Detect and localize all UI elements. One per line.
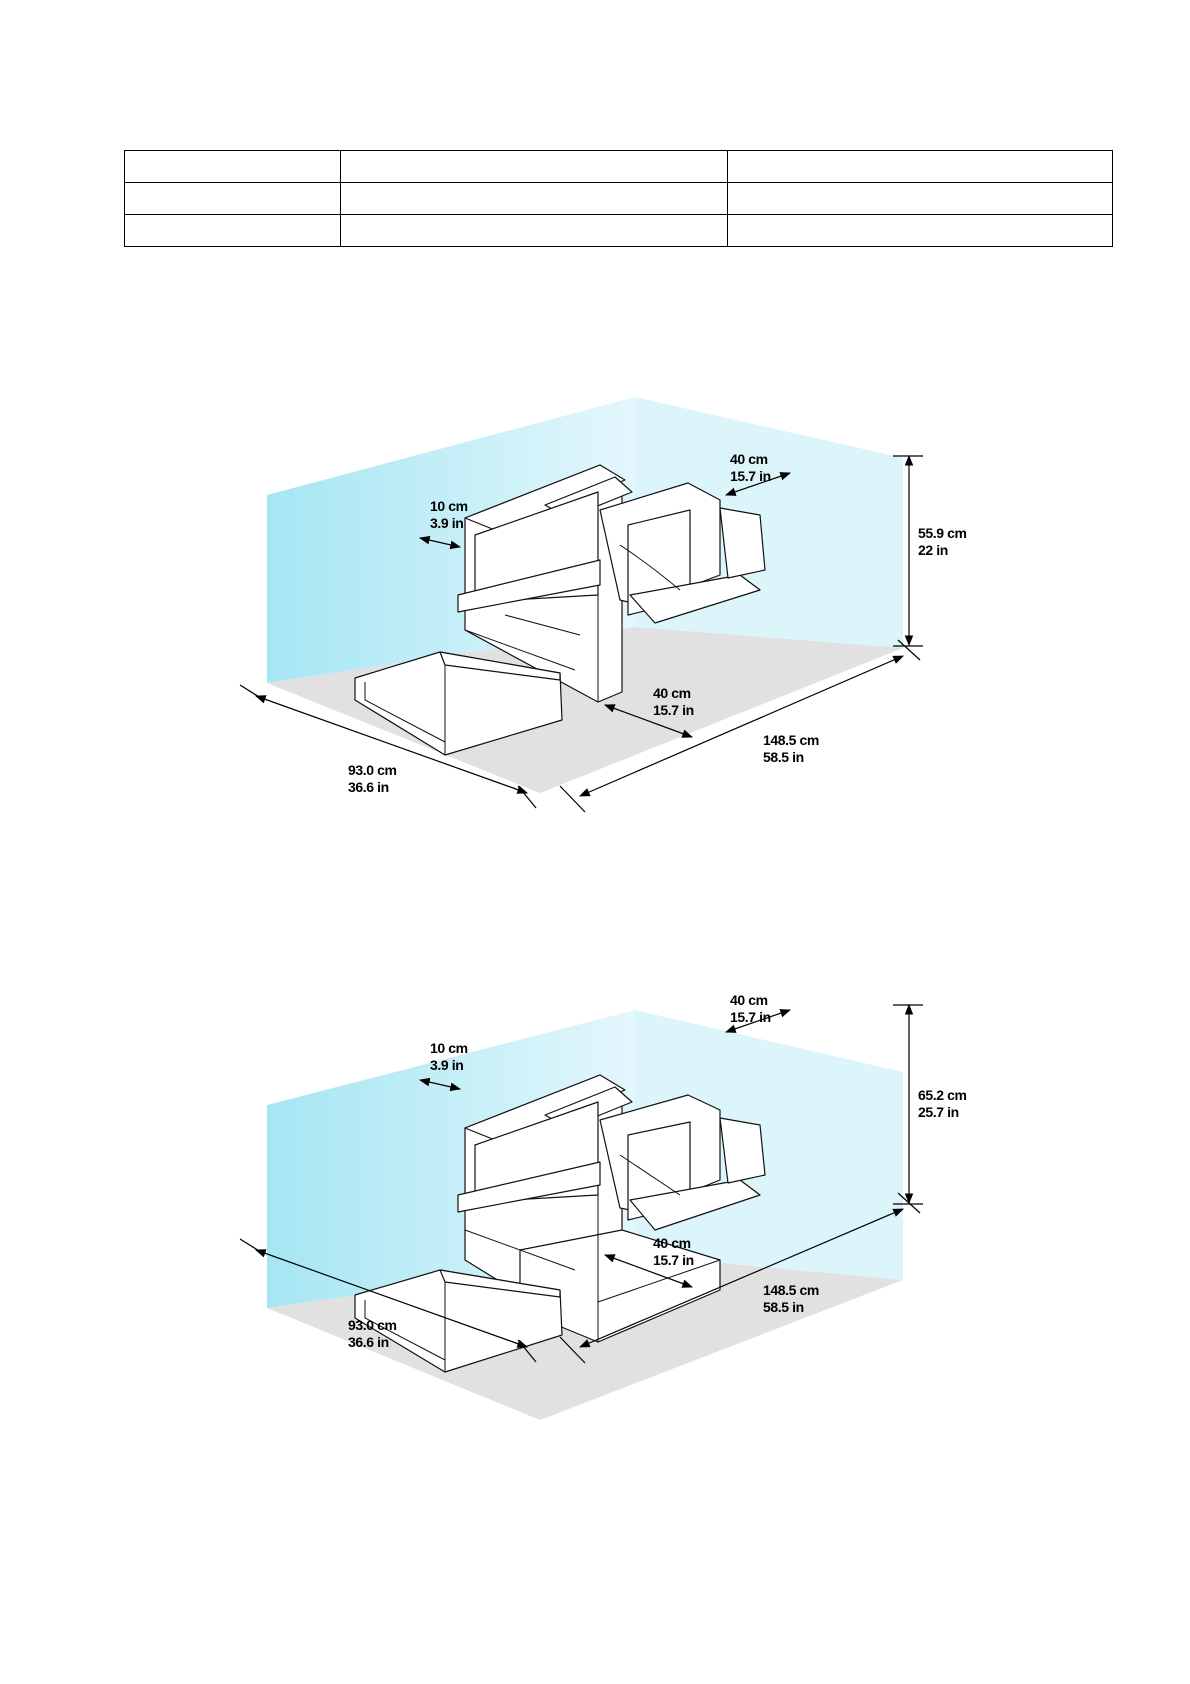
label-left-in: 3.9 in xyxy=(430,1057,463,1073)
label-left-cm: 10 cm xyxy=(430,498,468,514)
label-height-in: 22 in xyxy=(918,542,948,558)
table-row xyxy=(124,182,1113,215)
label-top-cm: 40 cm xyxy=(730,992,768,1008)
table-cell xyxy=(340,150,728,183)
dimension-depth-arrow xyxy=(254,695,529,794)
table-row xyxy=(124,150,1113,183)
label-depth-cm: 93.0 cm xyxy=(348,762,397,778)
label-width-in: 58.5 in xyxy=(763,1299,804,1315)
dimension-left-arrow xyxy=(418,1077,462,1092)
specification-table xyxy=(124,150,1113,247)
dimension-width-arrow xyxy=(579,1208,904,1348)
label-height-in: 25.7 in xyxy=(918,1104,959,1120)
table-cell xyxy=(727,182,1113,215)
table-row xyxy=(124,214,1113,247)
table-cell xyxy=(727,214,1113,247)
label-depth-in: 36.6 in xyxy=(348,779,389,795)
label-top-cm: 40 cm xyxy=(730,451,768,467)
dimension-left-arrow xyxy=(418,535,462,550)
label-front-cm: 40 cm xyxy=(653,1235,691,1251)
dimension-top-arrow xyxy=(724,472,792,496)
label-front-in: 15.7 in xyxy=(653,1252,694,1268)
label-left-in: 3.9 in xyxy=(430,515,463,531)
table-cell xyxy=(340,214,728,247)
label-depth-cm: 93.0 cm xyxy=(348,1317,397,1333)
label-front-cm: 40 cm xyxy=(653,685,691,701)
clearance-diagram-svg: 40 cm 15.7 in 10 cm 3.9 in 55.9 cm 22 in… xyxy=(239,397,967,813)
clearance-diagram-svg: 40 cm 15.7 in 10 cm 3.9 in 65.2 cm 25.7 … xyxy=(239,992,967,1420)
table-cell xyxy=(124,214,341,247)
label-top-in: 15.7 in xyxy=(730,468,771,484)
label-height-cm: 65.2 cm xyxy=(918,1087,967,1103)
dimension-depth-arrow xyxy=(254,1249,529,1348)
label-left-cm: 10 cm xyxy=(430,1040,468,1056)
clearance-diagram-printer: 40 cm 15.7 in 10 cm 3.9 in 55.9 cm 22 in… xyxy=(0,380,1190,840)
label-depth-in: 36.6 in xyxy=(348,1334,389,1350)
dimension-top-arrow xyxy=(724,1009,792,1033)
clearance-diagram-printer-with-feeder: 40 cm 15.7 in 10 cm 3.9 in 65.2 cm 25.7 … xyxy=(0,990,1190,1490)
table-cell xyxy=(124,150,341,183)
label-height-cm: 55.9 cm xyxy=(918,525,967,541)
label-front-in: 15.7 in xyxy=(653,702,694,718)
table-cell xyxy=(124,182,341,215)
label-top-in: 15.7 in xyxy=(730,1009,771,1025)
label-width-in: 58.5 in xyxy=(763,749,804,765)
label-width-cm: 148.5 cm xyxy=(763,1282,819,1298)
table-cell xyxy=(727,150,1113,183)
label-width-cm: 148.5 cm xyxy=(763,732,819,748)
table-cell xyxy=(340,182,728,215)
dimension-width-arrow xyxy=(579,655,904,797)
